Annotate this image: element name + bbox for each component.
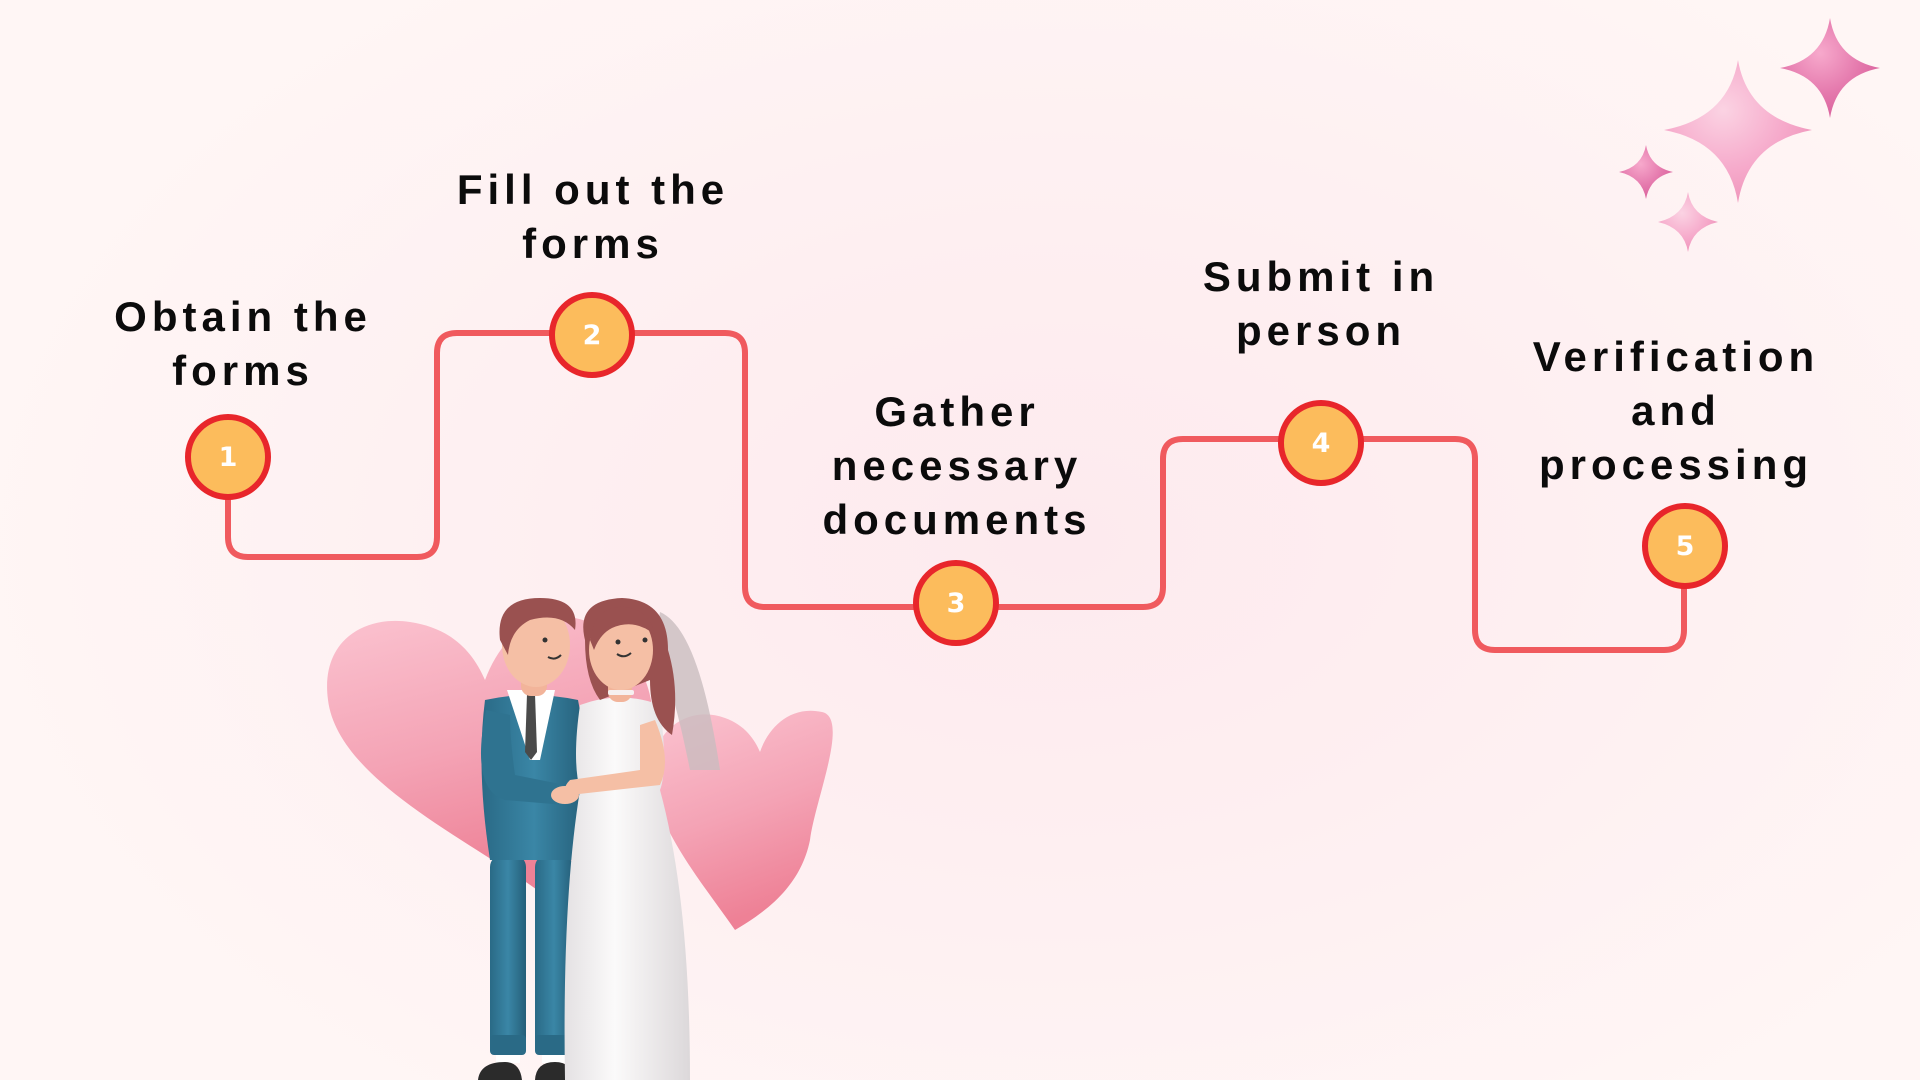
step-5-number-badge: 5 [1642, 503, 1728, 589]
step-5-label-line-2: and [1631, 387, 1721, 434]
step-3-label: Gather necessary documents [822, 385, 1091, 547]
step-2-label-line-1: Fill out the [456, 166, 730, 213]
step-4-label: Submit in person [1203, 250, 1439, 358]
step-3-label-line-1: Gather [874, 388, 1040, 435]
step-3-number-badge: 3 [913, 560, 999, 646]
step-2-label-line-2: forms [522, 220, 664, 267]
step-2-number-badge: 2 [549, 292, 635, 378]
step-1-number-badge: 1 [185, 414, 271, 500]
step-5-label-line-3: processing [1538, 441, 1814, 488]
step-3-label-line-2: necessary [831, 442, 1083, 489]
step-5-label: Verification and processing [1533, 330, 1819, 492]
step-2-label: Fill out the forms [457, 163, 729, 271]
step-1-label-line-1: Obtain the [114, 293, 372, 340]
step-1-label: Obtain the forms [114, 290, 372, 398]
step-4-label-line-1: Submit in [1202, 253, 1440, 300]
step-3-label-line-3: documents [822, 496, 1092, 543]
step-5-label-line-1: Verification [1532, 333, 1820, 380]
step-4-label-line-2: person [1235, 307, 1407, 354]
step-4-number-badge: 4 [1278, 400, 1364, 486]
step-1-label-line-2: forms [172, 347, 314, 394]
